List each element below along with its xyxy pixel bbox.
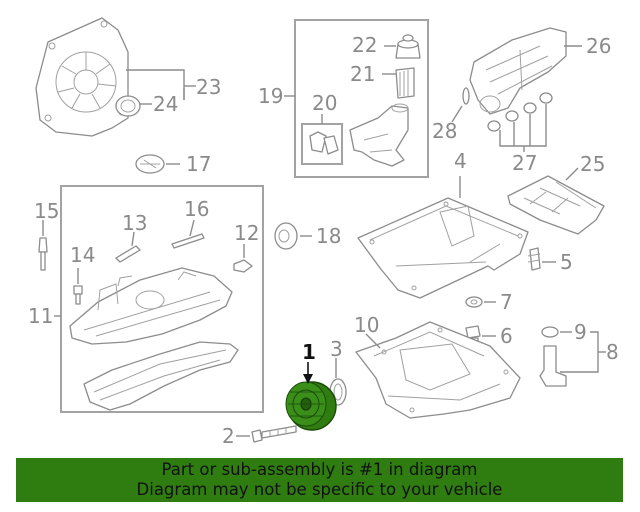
callout-27: 27 xyxy=(512,151,537,175)
fitment-banner: Part or sub-assembly is #1 in diagram Di… xyxy=(16,458,623,502)
callout-20: 20 xyxy=(312,91,337,115)
banner-line-2: Diagram may not be specific to your vehi… xyxy=(136,480,503,499)
callout-18: 18 xyxy=(316,224,341,248)
stud-15 xyxy=(38,237,48,271)
o-rings-27 xyxy=(487,92,553,132)
callout-25: 25 xyxy=(580,152,605,176)
gasket-28 xyxy=(462,87,470,105)
gasket-12 xyxy=(233,259,253,273)
callout-8: 8 xyxy=(606,340,619,364)
oil-filter-21 xyxy=(395,67,415,99)
callout-3: 3 xyxy=(330,337,343,361)
callout-23: 23 xyxy=(196,75,221,99)
callout-6: 6 xyxy=(500,324,513,348)
callout-2: 2 xyxy=(222,424,235,448)
idler-18 xyxy=(274,222,298,250)
timing-cover-23 xyxy=(35,17,129,137)
callout-15: 15 xyxy=(34,199,59,223)
oil-filter-housing xyxy=(349,103,409,167)
callout-21: 21 xyxy=(350,62,375,86)
callout-12: 12 xyxy=(234,221,259,245)
callout-7: 7 xyxy=(500,290,513,314)
callout-4: 4 xyxy=(454,149,467,173)
callout-19: 19 xyxy=(258,84,283,108)
seal-13 xyxy=(115,245,141,263)
callout-1: 1 xyxy=(302,340,316,364)
callout-26: 26 xyxy=(586,34,611,58)
valve-cover-gasket xyxy=(83,341,239,411)
lower-oil-pan-10 xyxy=(355,321,521,419)
banner-line-1: Part or sub-assembly is #1 in diagram xyxy=(161,460,478,479)
callout-22: 22 xyxy=(352,33,377,57)
valve-cover xyxy=(69,267,233,345)
box-11-group xyxy=(60,185,264,413)
gasket-set-20 xyxy=(309,131,339,155)
o-ring-9 xyxy=(541,326,559,338)
filter-cap-22 xyxy=(395,34,421,59)
oil-cap-17 xyxy=(135,154,165,174)
seal-24 xyxy=(115,95,141,117)
crankshaft-pulley-1 xyxy=(285,381,337,431)
washer-7 xyxy=(465,296,483,308)
upper-oil-pan-4 xyxy=(357,197,529,299)
callout-11: 11 xyxy=(28,304,53,328)
box-19-group xyxy=(294,19,429,178)
callout-5: 5 xyxy=(560,250,573,274)
callout-17: 17 xyxy=(186,152,211,176)
gasket-strip-16 xyxy=(171,233,205,249)
dipstick-tube-8 xyxy=(539,345,567,387)
callout-16: 16 xyxy=(184,197,209,221)
baffle-25 xyxy=(507,175,605,235)
callout-9: 9 xyxy=(574,320,587,344)
callout-13: 13 xyxy=(122,211,147,235)
intake-manifold-26 xyxy=(469,27,567,115)
callout-24: 24 xyxy=(153,92,178,116)
bolt-14 xyxy=(73,285,83,305)
bolt-2 xyxy=(251,425,297,443)
callout-28: 28 xyxy=(432,119,457,143)
callout-14: 14 xyxy=(70,243,95,267)
sensor-5 xyxy=(527,247,541,271)
callout-10: 10 xyxy=(354,313,379,337)
